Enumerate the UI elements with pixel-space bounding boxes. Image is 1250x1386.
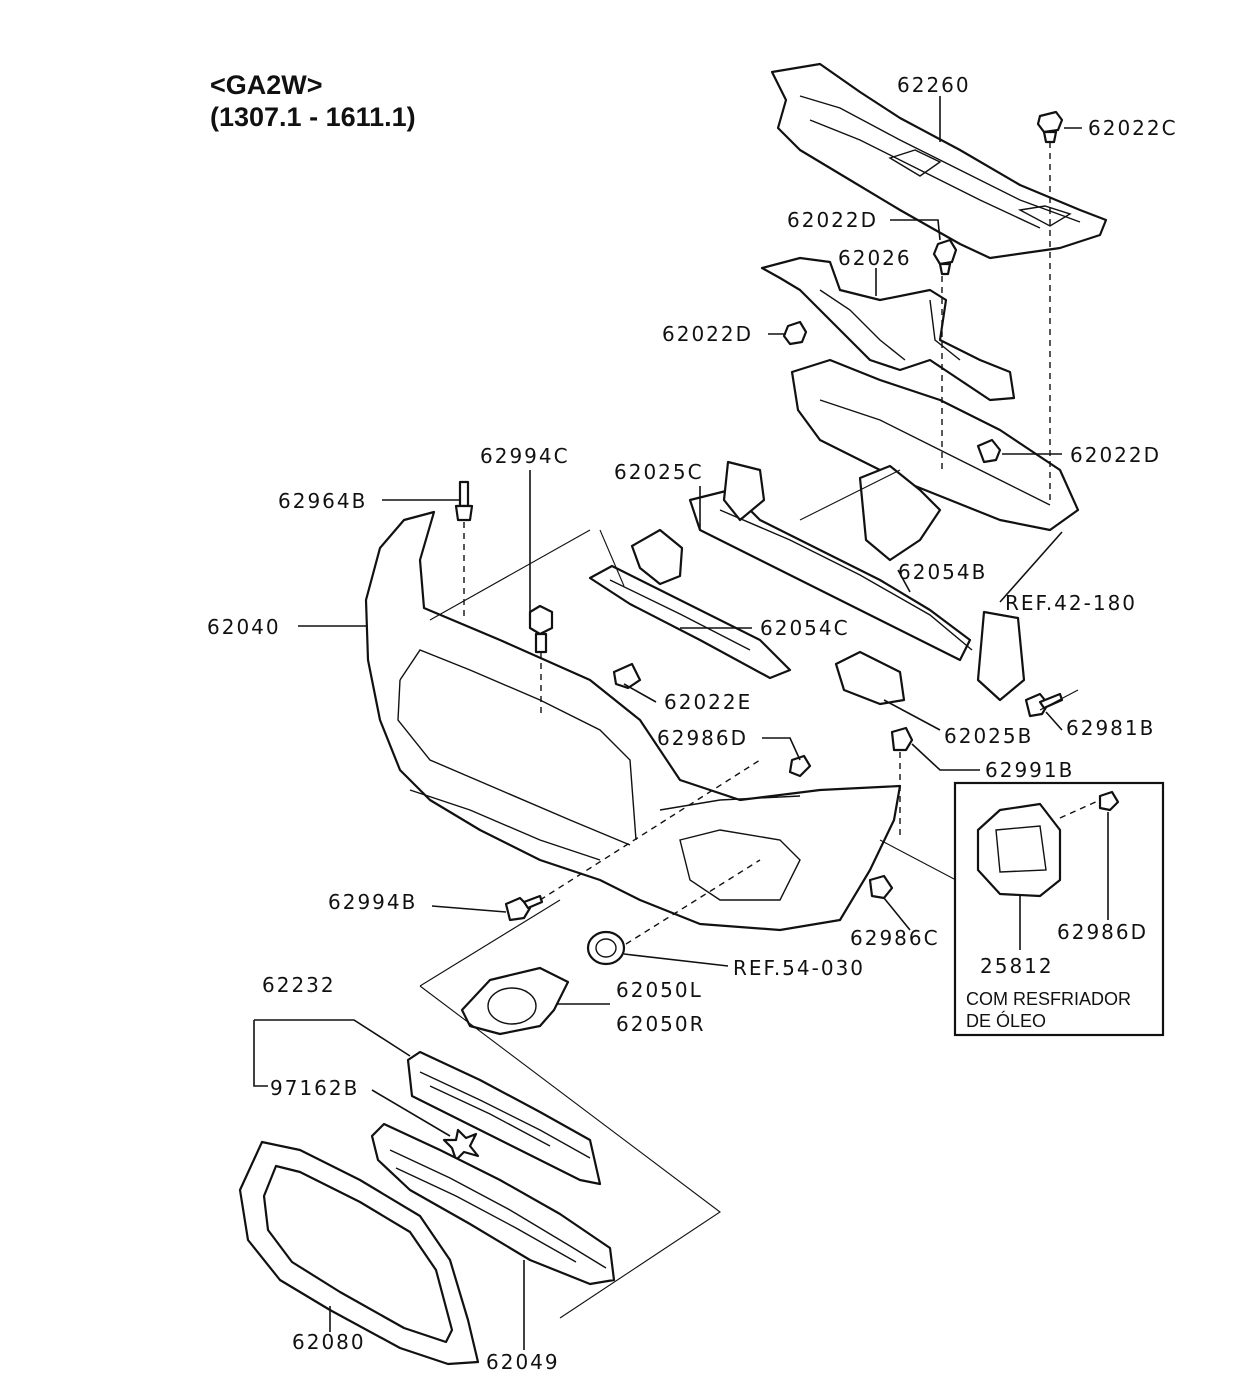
label-62022C: 62022C [1088,116,1178,140]
screw-62986C [868,874,894,900]
production-range: (1307.1 - 1611.1) [210,102,416,132]
oil-cooler-inset-box [953,781,1165,1037]
inset-note-line1: COM RESFRIADOR [966,989,1132,1009]
part-62054B-beam [688,460,1026,702]
label-62050R: 62050R [616,1012,706,1036]
bolt-62994C [528,604,554,654]
part-ref-54-030-fog-lamp [586,930,626,966]
part-ref-42-180-reinforcement [790,358,1080,562]
label-62986D-inset: 62986D [1057,920,1149,944]
label-62054B: 62054B [898,560,988,584]
inset-note-line2: DE ÓLEO [966,1011,1047,1031]
screw-62986D-middle [788,754,812,778]
label-ref-54-030: REF.54-030 [733,956,866,980]
bolt-62981B [1024,692,1064,718]
label-62022D-right: 62022D [1070,443,1162,467]
label-62026: 62026 [838,246,912,270]
bolt-62994B [504,894,544,922]
label-97162B: 97162B [270,1076,360,1100]
label-62964B: 62964B [278,489,368,513]
label-62025B: 62025B [944,724,1034,748]
label-62025C: 62025C [614,460,704,484]
part-62260-upper-cover [770,62,1108,260]
label-25812: 25812 [980,954,1054,978]
label-62981B: 62981B [1066,716,1156,740]
label-62054C: 62054C [760,616,850,640]
clip-62991B [890,726,914,752]
assembly-outline-lines [419,469,1079,1319]
part-62050-fog-cover [460,966,570,1036]
emblem-97162B [442,1128,480,1162]
part-62025C-pad [630,528,684,586]
label-62049: 62049 [486,1350,560,1374]
clip-62022D-right [976,438,1002,464]
model-code: <GA2W> [210,70,323,100]
clip-62022C [1036,110,1064,144]
clip-62022E [612,662,642,690]
label-62022D-upper: 62022D [787,208,879,232]
label-62260: 62260 [897,73,971,97]
label-62232: 62232 [262,973,336,997]
part-62025B-pad [834,650,906,706]
label-62080: 62080 [292,1330,366,1354]
part-62232-upper-grille [406,1050,602,1186]
part-25812-cover [976,802,1062,898]
pin-62964B [454,480,474,522]
part-62049-lower-grille [370,1122,616,1286]
label-62994B: 62994B [328,890,418,914]
label-ref-42-180: REF.42-180 [1005,591,1138,615]
label-62040: 62040 [207,615,281,639]
part-62040-bumper-fascia [364,510,902,932]
label-62986C: 62986C [850,926,940,950]
alignment-lines [463,142,1101,945]
part-62080-grille-surround [238,1140,480,1366]
clip-62022D-left [782,320,808,346]
part-62054C-strip [588,564,792,680]
label-62991B: 62991B [985,758,1075,782]
label-62022E: 62022E [664,690,753,714]
label-62994C: 62994C [480,444,570,468]
clip-62022D-upper [932,238,958,276]
screw-62986D-inset [1098,790,1120,812]
label-62022D-left: 62022D [662,322,754,346]
leader-lines [253,96,1109,1350]
label-62986D-middle: 62986D [657,726,749,750]
part-62026-bracket [760,256,1016,402]
label-62050L: 62050L [616,978,703,1002]
